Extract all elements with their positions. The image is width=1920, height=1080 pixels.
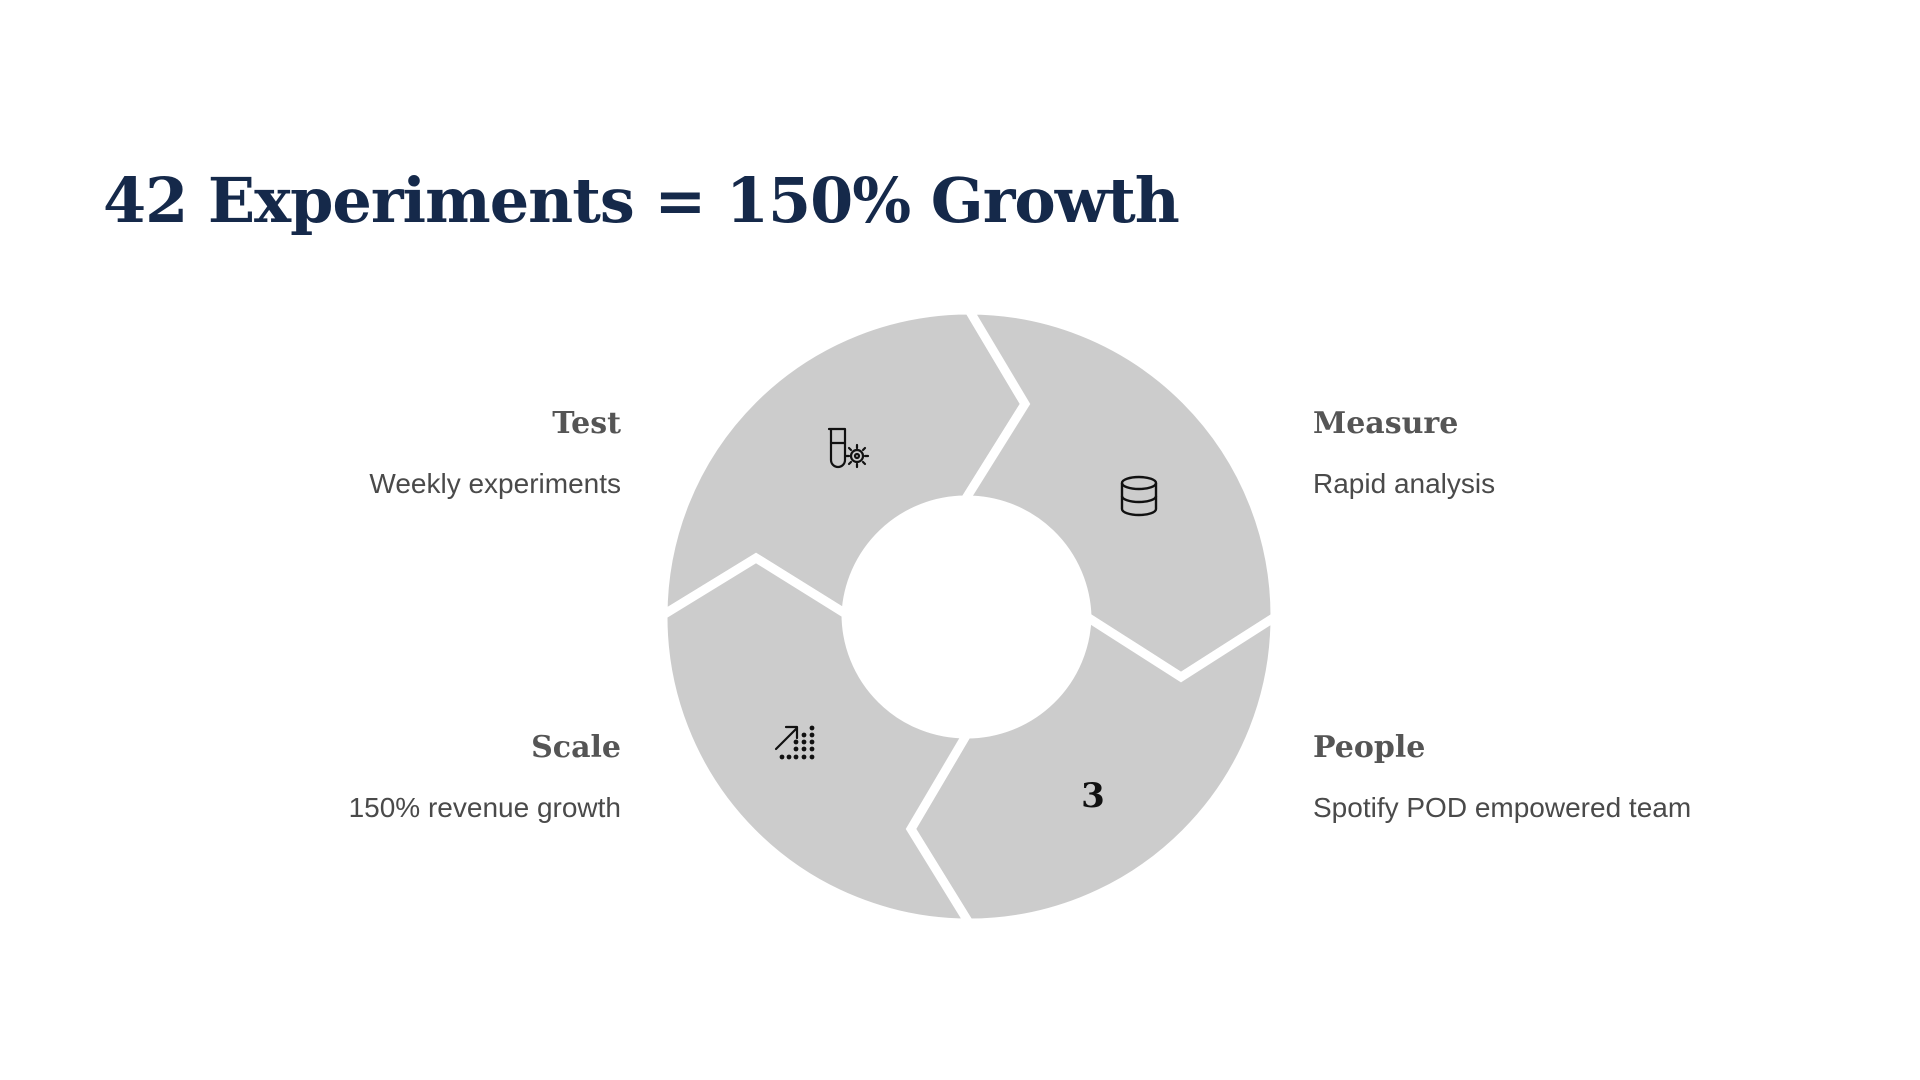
cycle-segment-measure bbox=[956, 305, 1280, 683]
scale-label: Scale bbox=[531, 730, 621, 765]
measure-label: Measure bbox=[1313, 406, 1459, 441]
cycle-segment-scale bbox=[658, 552, 978, 928]
database-icon bbox=[1120, 475, 1158, 517]
people-number-marker: 3 bbox=[1081, 776, 1105, 816]
growth-arrow-dots-icon bbox=[774, 725, 815, 760]
people-label: People bbox=[1313, 730, 1426, 765]
scale-description: 150% revenue growth bbox=[348, 792, 621, 823]
page-title: 42 Experiments = 150% Growth bbox=[103, 164, 1180, 237]
cycle-segment-people bbox=[905, 608, 1280, 928]
test-tube-gear-icon bbox=[827, 427, 870, 469]
people-description: Spotify POD empowered team bbox=[1313, 792, 1692, 823]
measure-description: Rapid analysis bbox=[1313, 468, 1496, 499]
test-description: Weekly experiments bbox=[369, 468, 621, 499]
test-label: Test bbox=[552, 406, 621, 441]
